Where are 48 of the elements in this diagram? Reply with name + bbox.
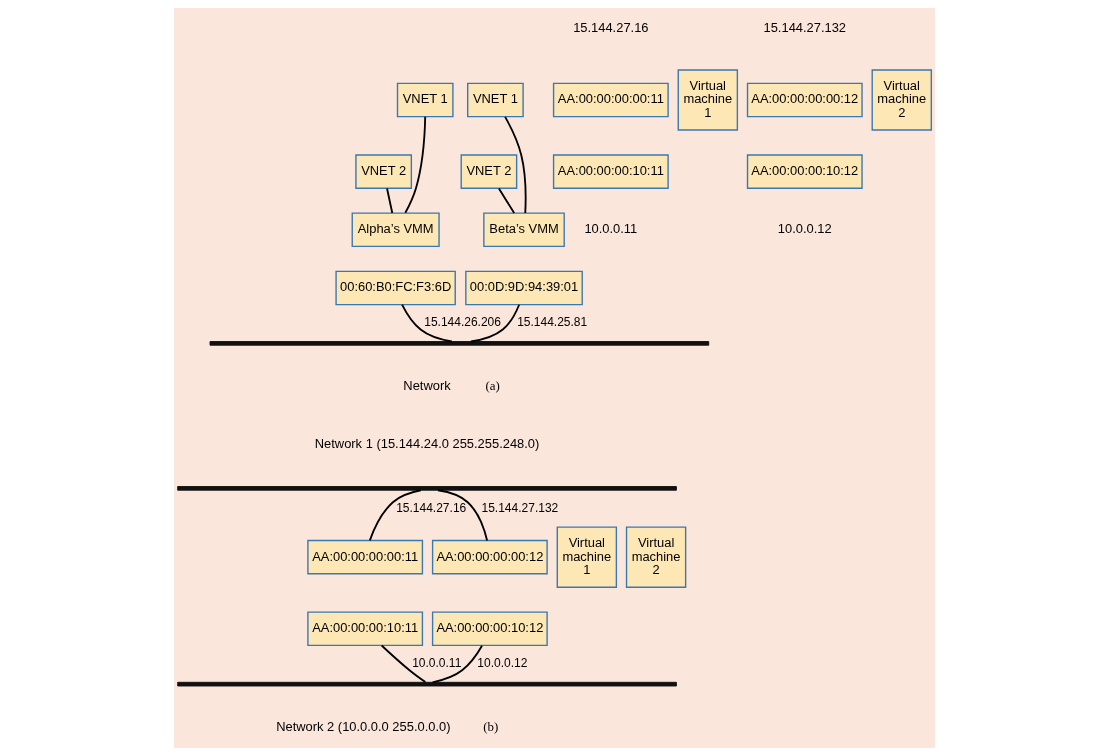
- node-box: VNET 2: [354, 154, 412, 189]
- node-bar: [176, 681, 677, 687]
- node-box: Virtual machine 1: [677, 69, 738, 131]
- node-box: AA:00:00:00:00:11: [306, 539, 423, 575]
- node-box: Virtual machine 2: [625, 526, 686, 588]
- node-box: AA:00:00:00:10:12: [746, 154, 863, 189]
- edge-label: 15.144.25.81: [516, 315, 587, 330]
- connector: [436, 489, 488, 542]
- node-box: Virtual machine 2: [871, 69, 932, 131]
- node-box: Beta’s VMM: [482, 212, 565, 248]
- node-bar: [209, 341, 709, 346]
- node-box: AA:00:00:00:10:11: [306, 611, 423, 647]
- node-box: VNET 1: [396, 82, 454, 118]
- connector: [503, 115, 527, 214]
- node-box: AA:00:00:00:10:12: [431, 611, 548, 647]
- edge-label: 15.144.27.16: [395, 500, 466, 515]
- label: (b): [482, 718, 498, 734]
- node-box: VNET 2: [460, 154, 517, 189]
- edge-label: 10.0.0.11: [411, 655, 461, 670]
- node-box: 00:0D:9D:94:39:01: [464, 270, 583, 306]
- connector: [385, 187, 393, 214]
- connector: [368, 489, 422, 542]
- edge-label: 15.144.27.132: [480, 500, 558, 515]
- connector: [380, 644, 426, 683]
- connector: [403, 115, 426, 214]
- connector: [469, 303, 520, 343]
- node-box: AA:00:00:00:00:11: [552, 82, 669, 118]
- connector: [497, 187, 515, 214]
- connector: [400, 303, 453, 343]
- node-box: Virtual machine 1: [556, 526, 617, 588]
- node-box: VNET 1: [466, 82, 524, 118]
- label: (a): [484, 378, 500, 394]
- label: 15.144.27.16: [572, 19, 649, 35]
- label: 10.0.0.11: [583, 221, 637, 237]
- edge-label: 10.0.0.12: [476, 655, 527, 670]
- label: 15.144.27.132: [763, 19, 846, 35]
- node-box: AA:00:00:00:00:12: [431, 539, 548, 575]
- node-label: Network: [402, 378, 451, 394]
- node-label: Network 2 (10.0.0.0 255.0.0.0): [275, 718, 450, 734]
- node-box: AA:00:00:00:10:11: [552, 154, 669, 189]
- node-box: AA:00:00:00:00:12: [746, 82, 863, 118]
- label: 10.0.0.12: [777, 221, 832, 237]
- node-label: Network 1 (15.144.24.0 255.255.248.0): [314, 436, 539, 452]
- node-bar: [176, 486, 677, 491]
- connector: [431, 644, 483, 684]
- edge-label: 15.144.26.206: [423, 315, 501, 330]
- node-box: Alpha’s VMM: [351, 212, 440, 248]
- node-box: 00:60:B0:FC:F3:6D: [334, 270, 456, 306]
